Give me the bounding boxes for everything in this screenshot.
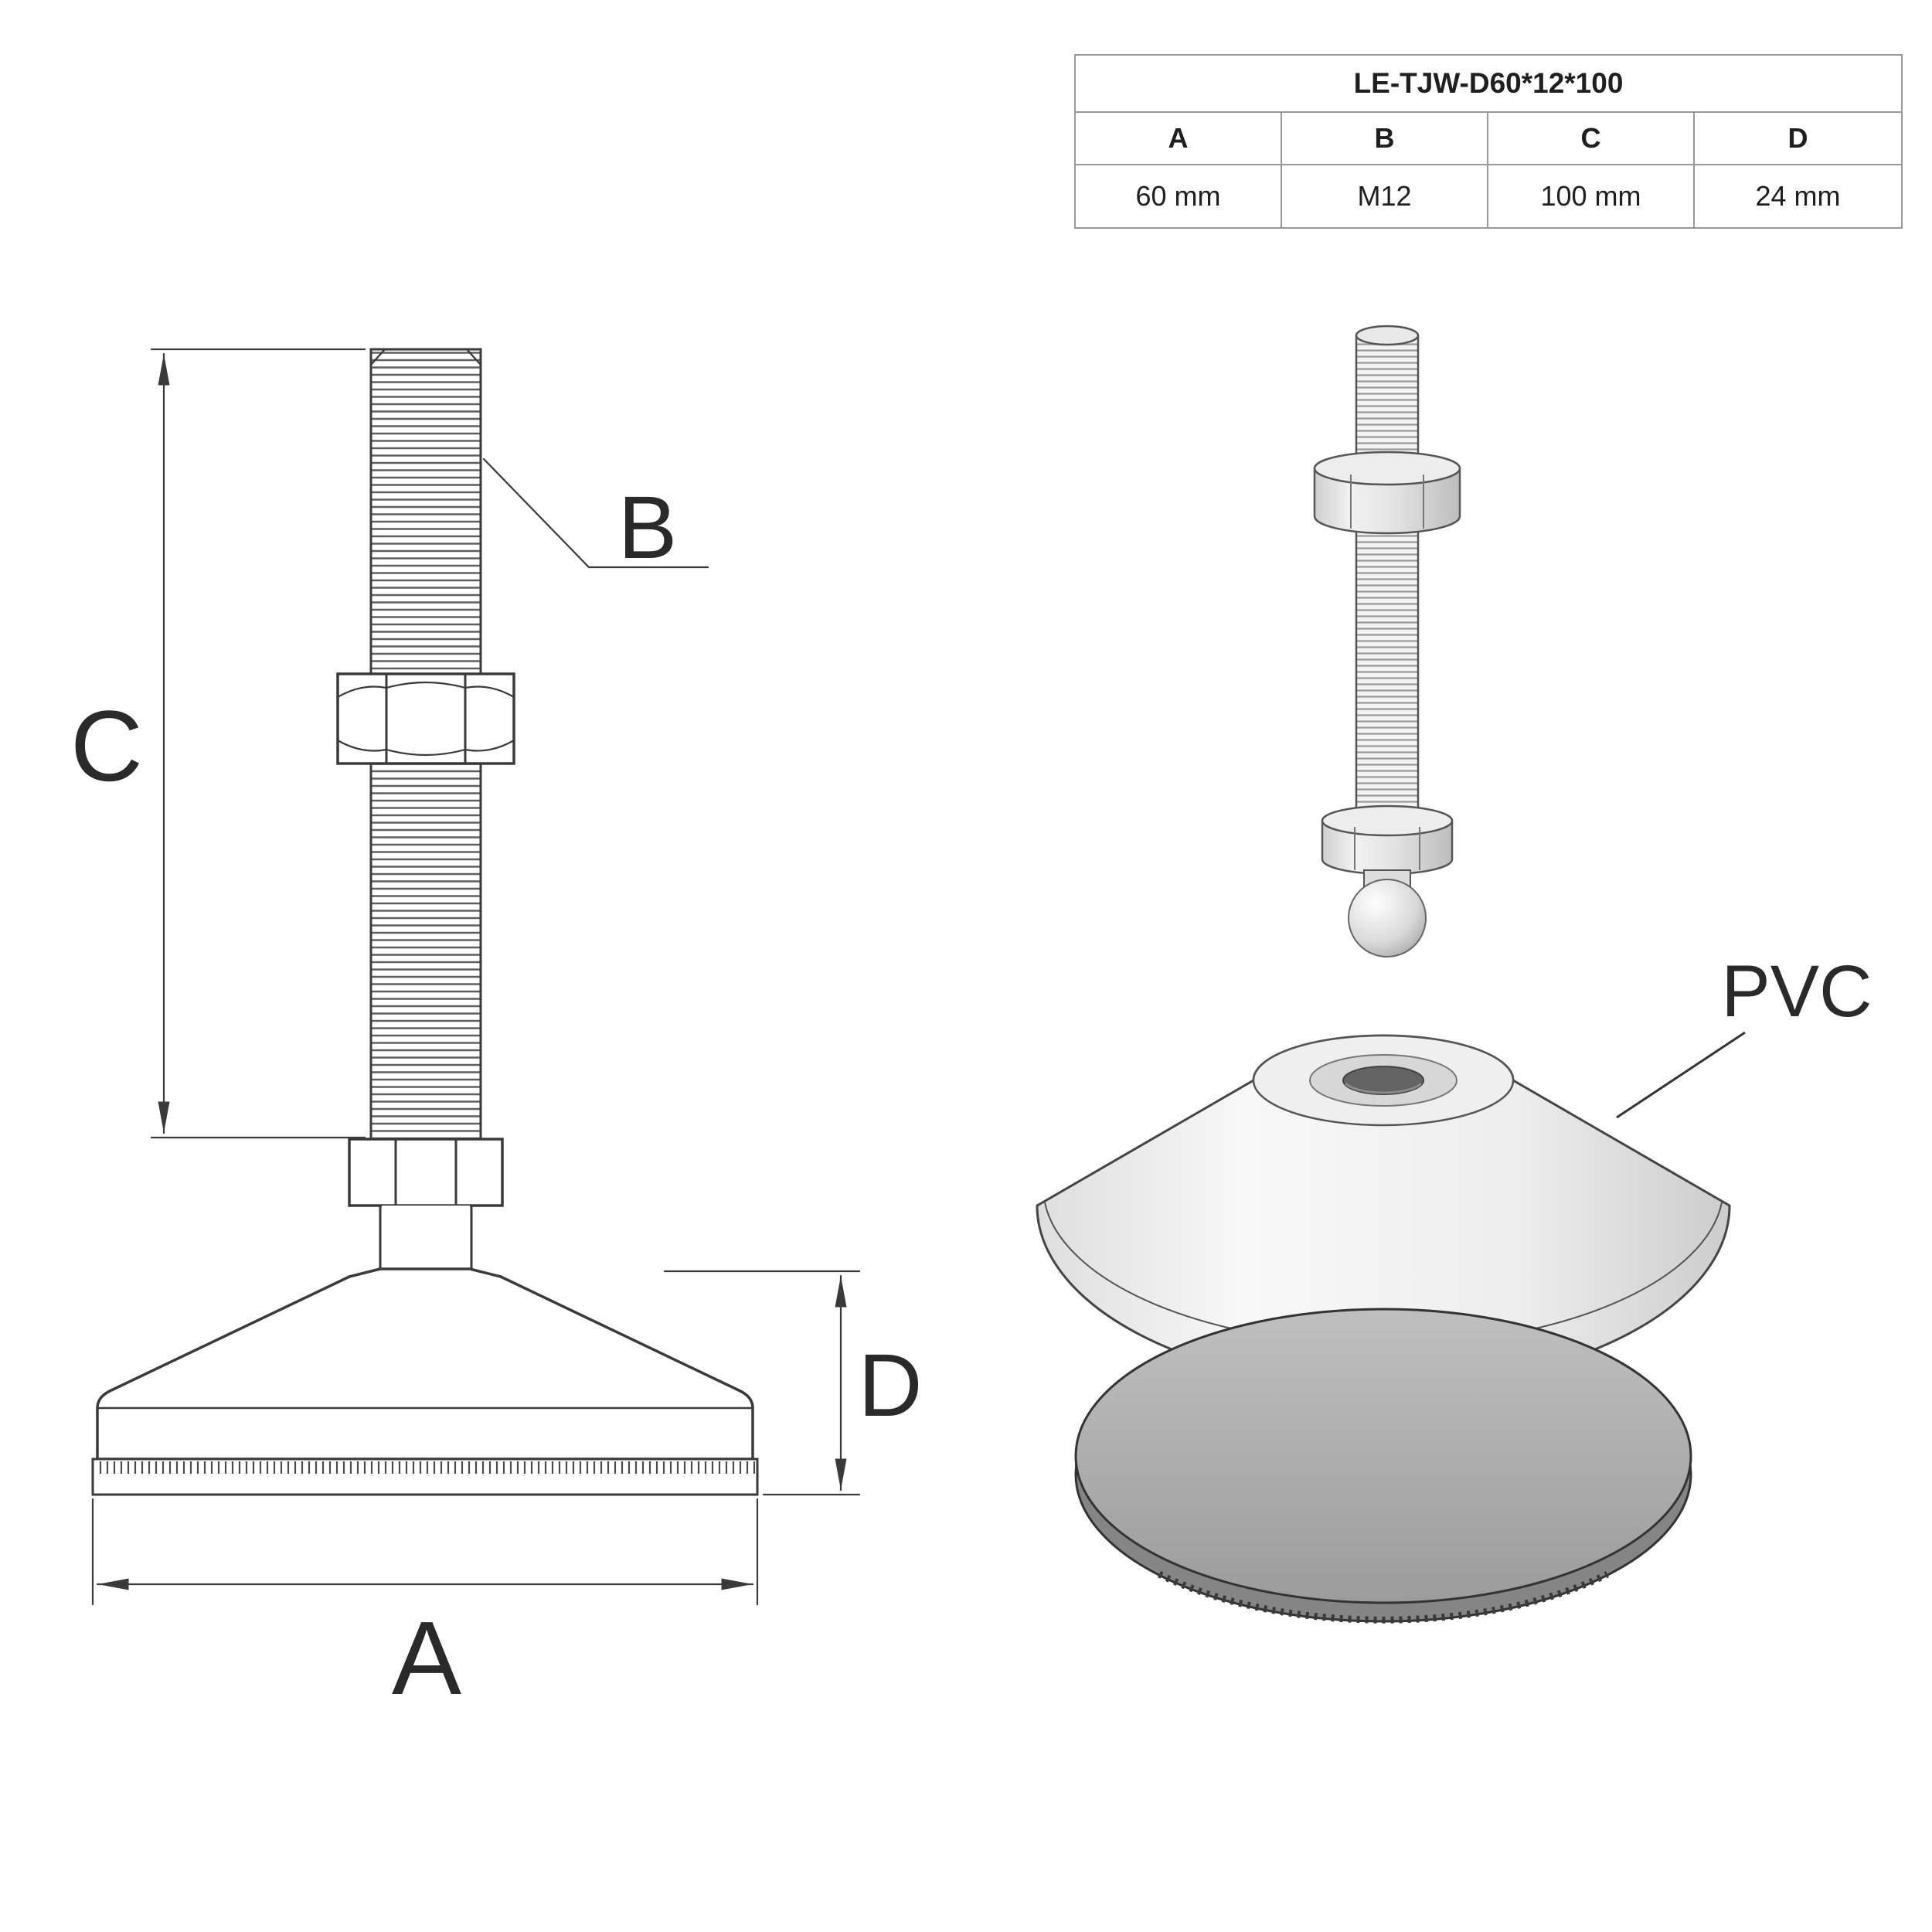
- stem-2d: [379, 1204, 473, 1273]
- iso-view: PVC: [1036, 325, 1872, 1624]
- spec-table: LE-TJW-D60*12*100 A B C D 60 mm M12 100 …: [1074, 54, 1903, 229]
- spec-table-header-d: D: [1695, 113, 1901, 165]
- dimension-a: [91, 1498, 759, 1606]
- hex-nut-upper-3d: [1313, 451, 1461, 535]
- rubber-pad-3d: [1074, 1308, 1692, 1624]
- base-2d: [96, 1267, 754, 1461]
- dimension-d: [663, 1270, 861, 1496]
- front-view: C B D A: [70, 348, 923, 1716]
- threaded-stud-3d: [1355, 325, 1420, 821]
- spec-table-value-a: 60 mm: [1076, 165, 1282, 227]
- hex-nut-upper-2d: [336, 672, 515, 765]
- ball-joint-3d: [1348, 869, 1427, 957]
- spec-table-header-row: A B C D: [1076, 113, 1901, 165]
- pvc-cap-3d: [1036, 1034, 1731, 1389]
- pvc-label: PVC: [1721, 951, 1872, 1032]
- dim-d-label: D: [858, 1336, 922, 1435]
- dim-b-label: B: [618, 478, 678, 577]
- spec-table-value-b: M12: [1282, 165, 1488, 227]
- rubber-pad-2d: [91, 1458, 759, 1496]
- spec-table-title: LE-TJW-D60*12*100: [1076, 56, 1901, 113]
- hex-nut-lower-3d: [1321, 804, 1454, 876]
- dim-a-label: A: [392, 1600, 461, 1716]
- dimension-c: [150, 348, 366, 1139]
- spec-table-value-c: 100 mm: [1488, 165, 1695, 227]
- label-b-leader: [482, 457, 709, 569]
- spec-table-header-a: A: [1076, 113, 1282, 165]
- spec-table-header-c: C: [1488, 113, 1695, 165]
- pvc-annotation: [1616, 1031, 1746, 1119]
- spec-table-header-b: B: [1282, 113, 1488, 165]
- spec-table-value-row: 60 mm M12 100 mm 24 mm: [1076, 165, 1901, 227]
- spec-table-value-d: 24 mm: [1755, 180, 1841, 212]
- dim-c-label: C: [70, 689, 143, 802]
- hex-nut-lower-2d: [348, 1138, 504, 1207]
